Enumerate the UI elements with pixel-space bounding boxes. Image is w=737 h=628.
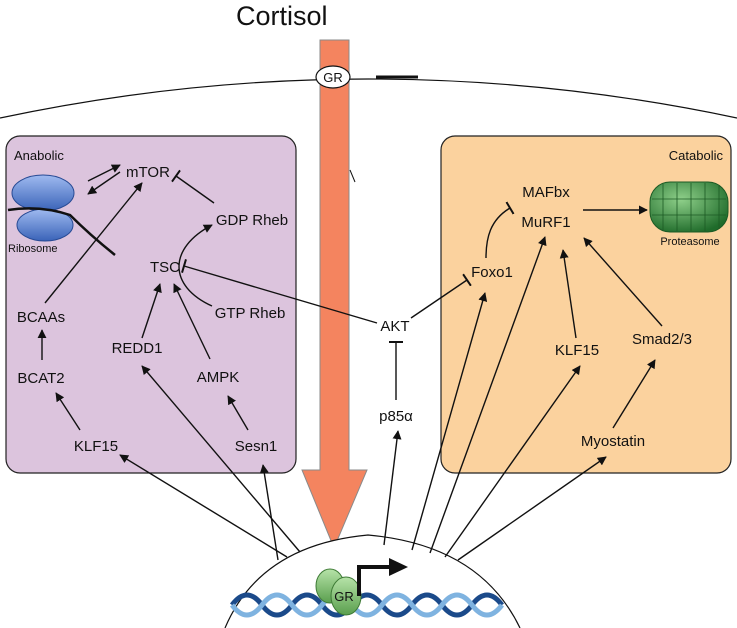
edge-klf15-bcat2	[55, 392, 81, 431]
edge-nucleus-foxo1	[411, 292, 488, 551]
node-foxo1: Foxo1	[471, 264, 513, 281]
edge-redd1-tsc	[141, 283, 162, 339]
edge-gdprheb-mtor	[171, 169, 215, 204]
proteasome-icon	[649, 181, 729, 233]
nuclear-gr-label: GR	[334, 589, 354, 604]
edge-ribosome-mtor	[87, 164, 121, 182]
node-klf15-anabolic: KLF15	[74, 438, 118, 455]
node-ampk: AMPK	[197, 369, 240, 386]
dna-helix	[230, 592, 504, 618]
gr-receptor	[315, 65, 351, 89]
node-tsc: TSC	[150, 259, 180, 276]
node-sesn1: Sesn1	[235, 438, 278, 455]
edge-nucleus-klf15b	[444, 365, 581, 558]
edge-sesn1-ampk	[227, 395, 249, 431]
node-murf1: MuRF1	[521, 214, 570, 231]
transcription-start-arrow	[357, 565, 392, 596]
node-gtp-rheb: GTP Rheb	[215, 305, 286, 322]
nucleus-envelope	[224, 534, 521, 628]
cortisol-title: Cortisol	[236, 1, 328, 31]
node-akt: AKT	[380, 318, 409, 335]
node-smad: Smad2/3	[632, 331, 692, 348]
edge-akt-tsc	[181, 259, 378, 324]
edge-nucleus-redd1	[141, 365, 301, 553]
node-bcaas: BCAAs	[17, 309, 65, 326]
node-p85: p85α	[379, 408, 413, 425]
ribosome-label: Ribosome	[8, 243, 58, 255]
transcription-arrowhead	[389, 558, 408, 576]
node-gdp-rheb: GDP Rheb	[216, 212, 288, 229]
cortisol-arrow	[301, 39, 368, 550]
edge-ampk-tsc	[173, 283, 211, 360]
edge-klf15-murf1	[559, 249, 577, 339]
gr-receptor-label: GR	[323, 70, 343, 85]
anabolic-panel	[5, 135, 297, 474]
edge-nucleus-klf15a	[119, 454, 288, 558]
proteasome-label: Proteasome	[660, 236, 719, 248]
cell-membrane	[0, 78, 737, 119]
edge-smad-murf1	[583, 237, 663, 327]
node-redd1: REDD1	[112, 340, 163, 357]
edge-nucleus-myostatin	[457, 456, 607, 561]
edge-nucleus-murf1	[429, 236, 547, 554]
anabolic-title: Anabolic	[14, 148, 64, 163]
edge-akt-foxo1	[410, 273, 472, 319]
edge-nucleus-sesn1	[259, 464, 279, 561]
edge-myostatin-smad	[612, 359, 656, 429]
edge-nucleus-p85	[383, 430, 402, 546]
ribosome-icon	[7, 174, 116, 256]
edge-bcaas-mtor	[44, 182, 143, 304]
catabolic-title: Catabolic	[669, 148, 724, 163]
node-mtor: mTOR	[126, 164, 170, 181]
edge-foxo1-mafbx	[485, 201, 515, 259]
node-bcat2: BCAT2	[17, 370, 64, 387]
edge-mtor-ribosome	[87, 171, 121, 195]
node-klf15-catabolic: KLF15	[555, 342, 599, 359]
edge-gtp-gdp	[178, 224, 213, 307]
arrow-notch	[349, 169, 356, 183]
node-mafbx: MAFbx	[522, 184, 570, 201]
node-myostatin: Myostatin	[581, 433, 645, 450]
